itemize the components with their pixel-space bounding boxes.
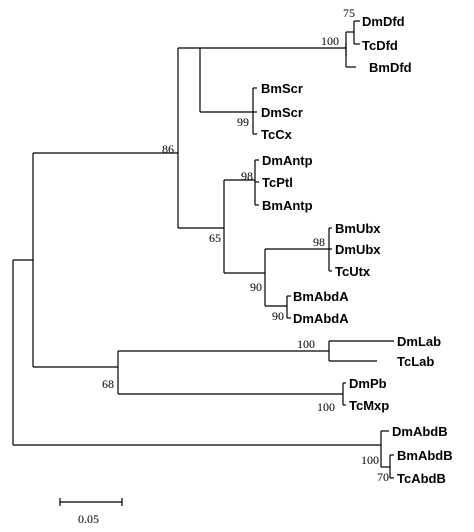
taxon-dmantp: DmAntp <box>262 153 313 168</box>
taxon-tcutx: TcUtx <box>335 264 371 279</box>
taxon-bmdfd: BmDfd <box>369 60 412 75</box>
support-lab-clade: 100 <box>297 337 315 351</box>
taxon-tccx: TcCx <box>261 127 293 142</box>
taxon-tcdfd: TcDfd <box>362 38 398 53</box>
taxon-dmabda: DmAbdA <box>293 311 349 326</box>
support-lab-pb-clade: 68 <box>102 377 114 391</box>
taxon-dmscr: DmScr <box>261 105 303 120</box>
taxon-dmdfd: DmDfd <box>362 14 405 29</box>
taxon-dmlab: DmLab <box>397 334 441 349</box>
support-dm-tc-dfd: 75 <box>343 6 355 20</box>
support-abda-clade: 90 <box>272 309 284 323</box>
taxon-tcabdb: TcAbdB <box>397 471 446 486</box>
taxon-tcptl: TcPtl <box>262 175 293 190</box>
taxon-tclab: TcLab <box>397 354 434 369</box>
taxon-bmubx: BmUbx <box>335 221 381 236</box>
scale-bar-label: 0.05 <box>78 512 99 526</box>
support-bm-tc-abdb: 70 <box>377 470 389 484</box>
taxon-tcmxp: TcMxp <box>349 398 389 413</box>
support-ubx-abda-clade: 90 <box>250 280 262 294</box>
support-ubx-clade: 98 <box>313 235 325 249</box>
taxon-bmabdb: BmAbdB <box>397 448 453 463</box>
support-scr-cx-clade: 99 <box>237 115 249 129</box>
taxon-dmubx: DmUbx <box>335 242 381 257</box>
support-dfd-clade: 100 <box>321 34 339 48</box>
taxon-dmpb: DmPb <box>349 376 387 391</box>
support-pb-mxp-clade: 100 <box>317 400 335 414</box>
taxon-bmabda: BmAbdA <box>293 289 349 304</box>
support-anterior-trunk-clade: 86 <box>162 142 174 156</box>
support-trunk-clade: 65 <box>209 231 221 245</box>
taxon-bmscr: BmScr <box>261 81 303 96</box>
support-abdb-clade: 100 <box>361 453 379 467</box>
taxon-dmabdb: DmAbdB <box>392 424 448 439</box>
support-antp-ptl-clade: 98 <box>241 169 253 183</box>
taxon-bmantp: BmAntp <box>262 198 313 213</box>
